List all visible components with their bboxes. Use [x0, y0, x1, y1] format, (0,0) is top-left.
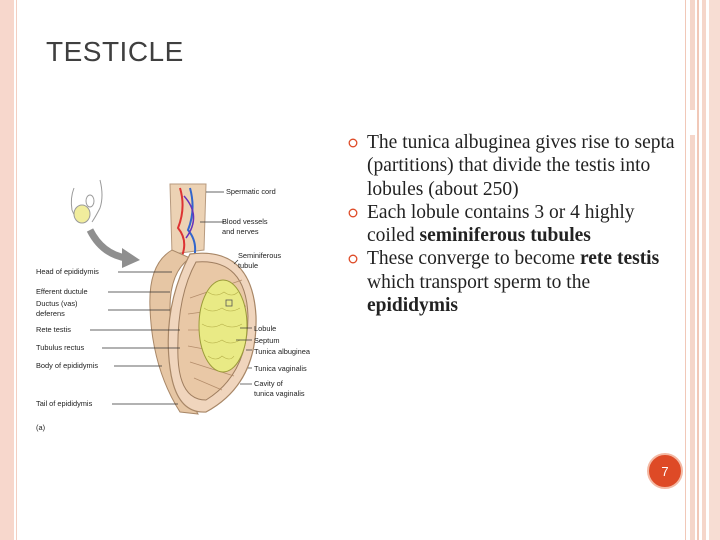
bullet-circle-icon [348, 255, 358, 264]
left-border-line [16, 0, 17, 540]
bullet-bold-text: seminiferous tubules [419, 225, 591, 247]
slide-title: TESTICLE [46, 36, 184, 67]
bullet-bold-text: rete testis [579, 248, 660, 270]
left-border [0, 0, 14, 540]
bullet-list: The tunica albuginea gives rise to septa… [348, 131, 680, 317]
label-cavity-2: tunica vaginalis [254, 389, 305, 398]
label-septum: Septum [254, 336, 279, 345]
label-panel-a: (a) [36, 423, 45, 432]
lobule-cross-section [198, 279, 248, 373]
testis-diagram: Head of epididymis Efferent ductule Duct… [30, 168, 360, 438]
label-seminiferous-tubule: Seminiferous [238, 251, 281, 260]
right-band [690, 0, 695, 110]
label-ductus-deferens-2: deferens [36, 309, 65, 318]
spermatic-cord [169, 183, 207, 255]
zoom-arrow [86, 228, 127, 262]
label-tunica-vaginalis: Tunica vaginalis [254, 364, 307, 373]
label-body-of-epididymis: Body of epididymis [36, 361, 98, 370]
label-tail-of-epididymis: Tail of epididymis [36, 399, 93, 408]
right-band [709, 0, 720, 540]
label-spermatic-cord: Spermatic cord [226, 187, 276, 196]
bullet-item: Each lobule contains 3 or 4 highly coile… [348, 201, 680, 248]
bullet-item: These converge to become rete testis whi… [348, 247, 680, 317]
label-blood-vessels-2: and nerves [222, 227, 259, 236]
label-tunica-albuginea: Tunica albuginea [254, 347, 311, 356]
bullet-circle-icon [348, 138, 358, 148]
label-head-of-epididymis: Head of epididymis [36, 267, 99, 276]
label-lobule: Lobule [254, 324, 276, 333]
label-ductus-deferens: Ductus (vas) [36, 299, 77, 308]
bullet-text: These converge to become [367, 248, 580, 270]
bullet-item: The tunica albuginea gives rise to septa… [348, 131, 680, 201]
label-blood-vessels: Blood vessels [222, 217, 268, 226]
page-number: 7 [661, 463, 669, 479]
label-tubulus-rectus: Tubulus rectus [36, 343, 85, 352]
page-number-badge: 7 [647, 453, 683, 489]
label-efferent-ductule: Efferent ductule [36, 287, 88, 296]
label-cavity: Cavity of [254, 379, 284, 388]
label-seminiferous-tubule-2: tubule [238, 261, 258, 270]
bullet-text: Each lobule contains 3 or 4 highly coile… [367, 201, 635, 247]
label-rete-testis: Rete testis [36, 325, 71, 334]
body-thumbnail [70, 179, 103, 224]
right-band [685, 0, 686, 540]
right-band [690, 135, 695, 540]
bullet-bold-text: epididymis [367, 295, 459, 317]
bullet-text: which transport sperm to the [367, 271, 591, 293]
bullet-circle-icon [348, 208, 358, 218]
detail-box [225, 299, 233, 307]
right-band [697, 0, 699, 540]
bullet-text: The tunica albuginea gives rise to septa… [367, 132, 675, 200]
right-band [702, 0, 706, 540]
zoom-arrowhead [122, 248, 140, 268]
epididymis [149, 249, 199, 415]
